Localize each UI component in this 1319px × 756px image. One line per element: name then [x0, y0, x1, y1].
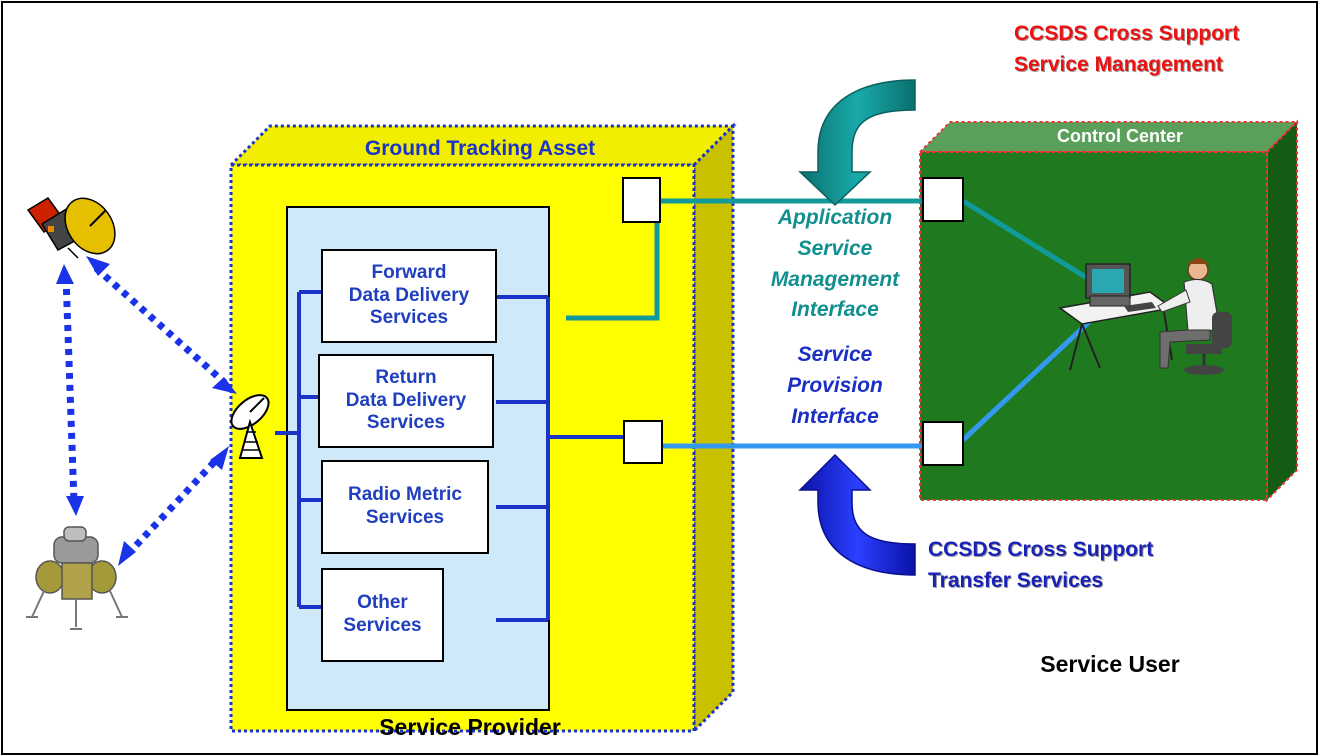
asset-side-face — [692, 122, 735, 735]
mgmt-port-asset — [622, 177, 661, 223]
cst-line1: CCSDS Cross Support — [928, 538, 1154, 561]
lander-icon — [26, 526, 128, 630]
asm-interface-label: Application Service Management Interface — [740, 206, 930, 323]
sp-line1: Service — [797, 343, 873, 366]
service-label-return: Return Data Delivery Services — [345, 366, 467, 434]
sp-line2: Provision — [787, 373, 883, 397]
link-lander-antenna — [125, 455, 221, 557]
sp-line3: Interface — [791, 404, 879, 428]
service-box-other — [321, 568, 444, 662]
service-provider-label: Service Provider — [379, 714, 561, 740]
link-satellite-antenna — [93, 265, 228, 386]
control-center-title: Control Center — [1057, 126, 1183, 146]
asm-line4: Interface — [791, 298, 879, 322]
mgmt-port-control — [922, 177, 964, 222]
service-box-return — [318, 354, 494, 448]
transfer-arrow — [798, 453, 916, 576]
cross-support-management-label: CCSDS Cross Support Service Management — [1014, 22, 1239, 78]
management-path — [566, 198, 1102, 321]
link-satellite-lander — [62, 276, 78, 503]
management-arrow — [798, 79, 916, 207]
service-user-label: Service User — [1040, 651, 1180, 677]
provision-path — [662, 304, 1108, 449]
control-side-face — [1266, 119, 1298, 503]
ground-antenna-icon — [230, 394, 270, 459]
service-label-radio: Radio Metric Services — [347, 484, 463, 528]
satellite-icon — [26, 197, 116, 259]
rf-link-arrowheads — [56, 256, 237, 566]
operator-workstation-icon — [1058, 258, 1232, 375]
csm-line1: CCSDS Cross Support — [1014, 22, 1240, 45]
cross-support-transfer-label: CCSDS Cross Support Transfer Services — [928, 538, 1153, 594]
rf-links — [62, 265, 228, 557]
asm-line3: Management — [770, 267, 900, 291]
provision-port-control — [922, 421, 964, 466]
service-box-radio — [321, 460, 489, 554]
asm-line2: Service — [797, 236, 873, 260]
provision-port-asset — [623, 420, 663, 464]
service-label-forward: Forward Data Delivery Services — [348, 261, 470, 329]
service-box-forward — [321, 249, 497, 343]
service-label-other: Other Services — [343, 592, 422, 636]
ground-tracking-asset-title: Ground Tracking Asset — [364, 137, 596, 160]
csm-line2: Service Management — [1014, 52, 1223, 76]
cst-line2: Transfer Services — [928, 568, 1104, 592]
sp-interface-label: Service Provision Interface — [740, 343, 930, 429]
asm-line1: Application — [777, 206, 893, 229]
